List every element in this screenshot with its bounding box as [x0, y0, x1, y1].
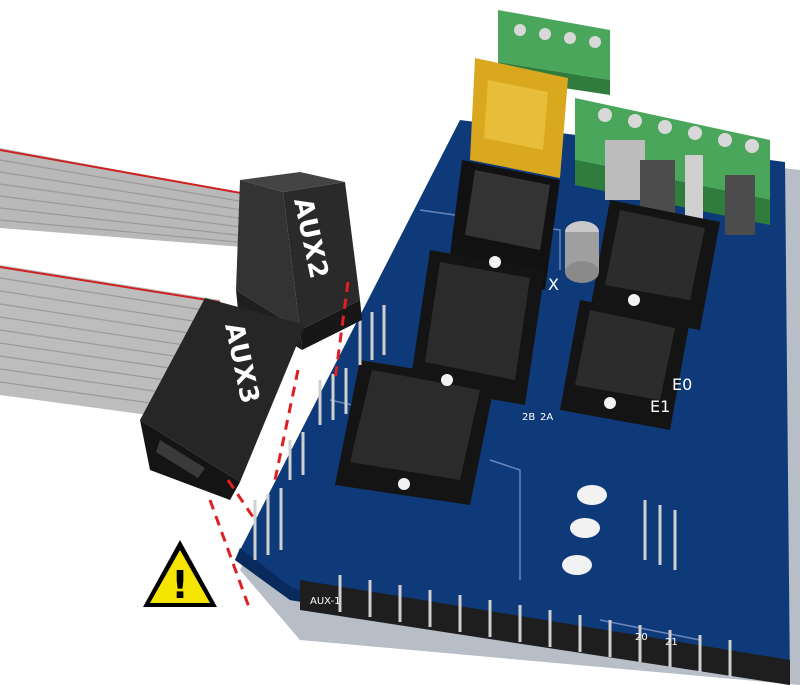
axis-label-e1: E1	[650, 397, 670, 416]
capacitors	[562, 221, 607, 575]
bottom-header-row	[300, 575, 790, 685]
axis-label-e0: E0	[672, 375, 692, 394]
mosfets	[605, 140, 755, 235]
warning-sign-icon: !	[143, 540, 217, 607]
pin-label-2b: 2B	[522, 412, 535, 423]
aux3-connector: AUX3	[140, 298, 305, 500]
label-21: 21	[665, 637, 678, 648]
axis-label-x: X	[548, 275, 559, 294]
pin-headers	[253, 305, 677, 570]
polyfuse	[470, 58, 568, 178]
stepper-drivers	[335, 160, 720, 505]
label-aux1: AUX-1	[310, 596, 340, 607]
pin-label-2a: 2A	[540, 412, 553, 423]
alignment-guide-lines	[208, 281, 350, 611]
silkscreen-text: X E0 E1 2B 2A AUX-1 20 21	[310, 275, 692, 648]
warning-symbol: !	[171, 563, 188, 607]
label-20: 20	[635, 632, 648, 643]
